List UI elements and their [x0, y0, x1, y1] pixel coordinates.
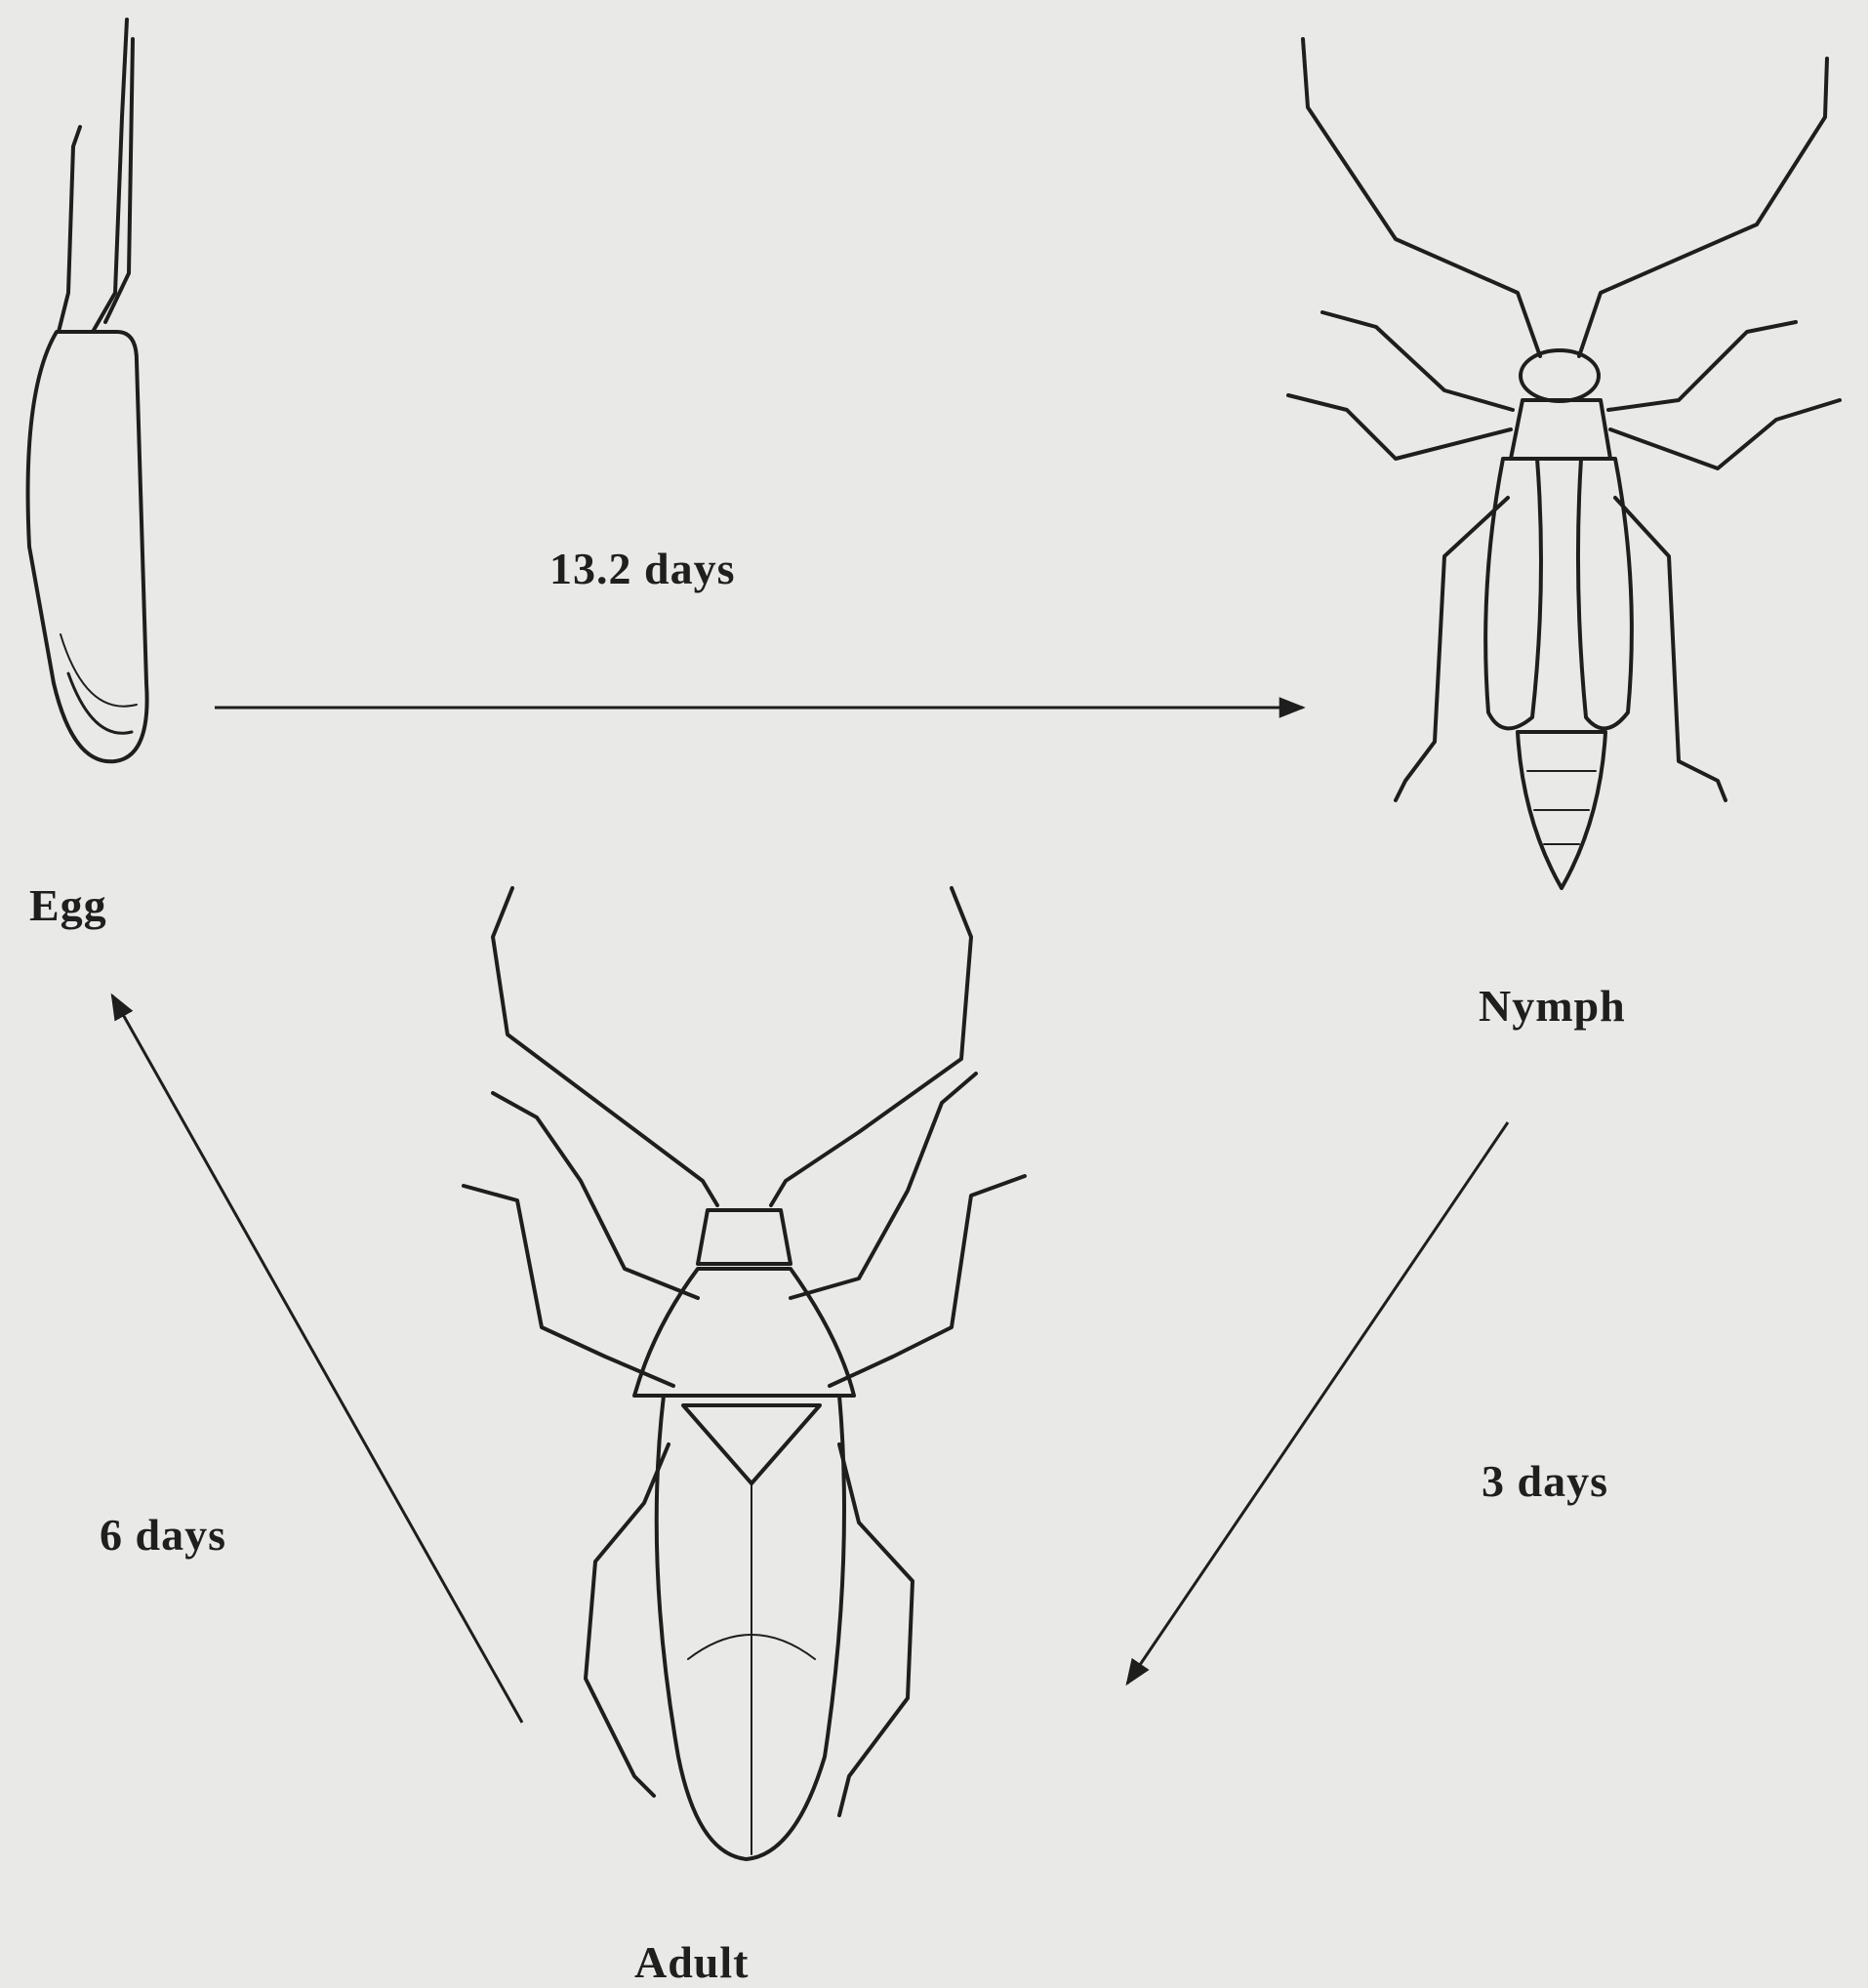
nymph-illustration: [1288, 39, 1840, 888]
adult-to-egg-duration-label: 6 days: [100, 1513, 226, 1558]
egg-to-nymph-duration-label: 13.2 days: [549, 547, 735, 591]
nymph-label: Nymph: [1479, 984, 1626, 1029]
adult-label: Adult: [634, 1940, 749, 1985]
nymph-to-adult-arrow: [1127, 1122, 1508, 1684]
adult-to-egg-arrow: [112, 995, 522, 1723]
adult-illustration: [464, 888, 1025, 1859]
egg-illustration: [28, 20, 147, 761]
egg-label: Egg: [29, 883, 107, 928]
nymph-to-adult-duration-label: 3 days: [1482, 1459, 1608, 1504]
